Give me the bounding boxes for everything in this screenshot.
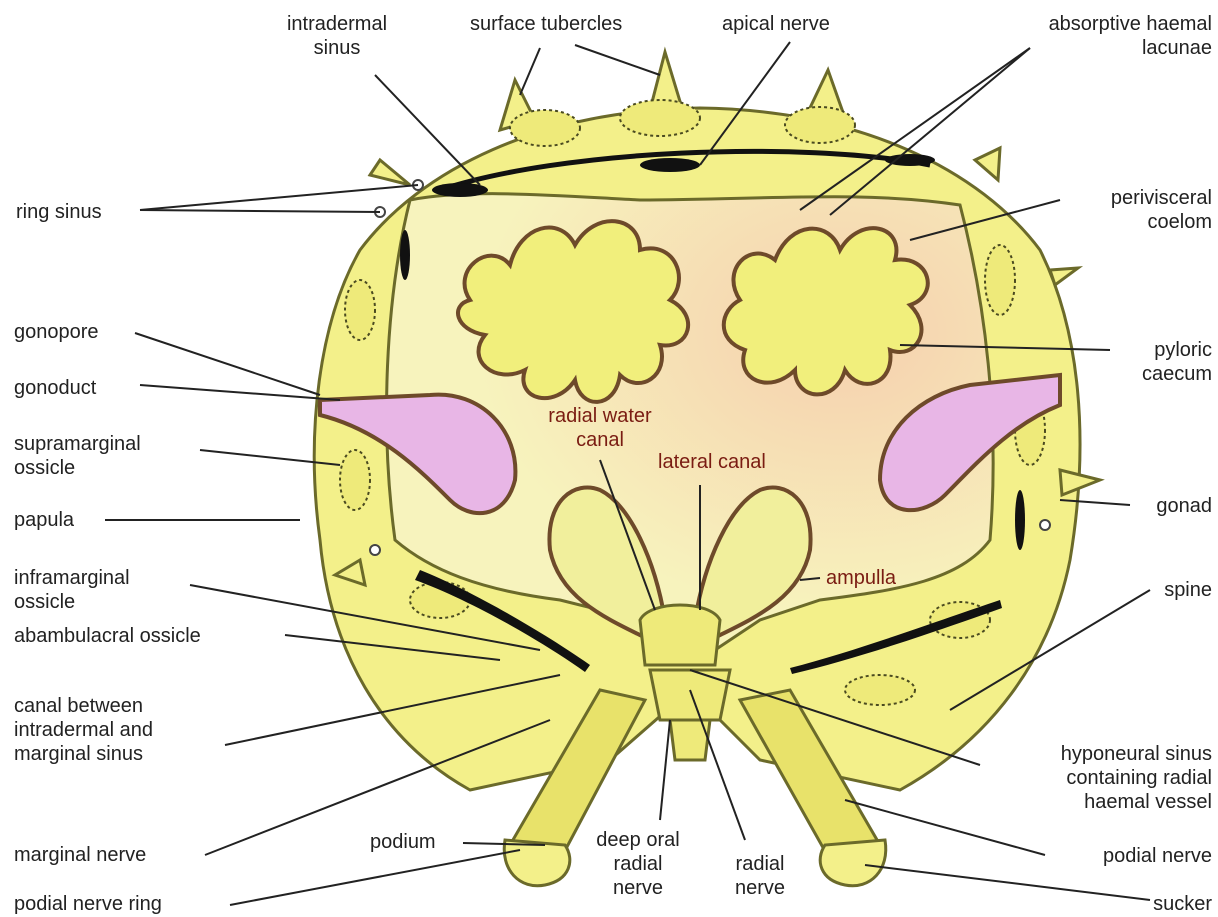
label-papula: papula <box>14 508 74 532</box>
suckers <box>504 840 886 886</box>
label-inframarginal-ossicle: inframarginal ossicle <box>14 566 130 614</box>
radial-nerve-region <box>650 670 730 760</box>
label-ampulla: ampulla <box>826 566 896 590</box>
label-gonopore: gonopore <box>14 320 99 344</box>
label-podial-nerve: podial nerve <box>1103 844 1212 868</box>
label-podium: podium <box>370 830 436 854</box>
label-gonad: gonad <box>1156 494 1212 518</box>
radial-water-canal <box>640 605 720 665</box>
label-hyponeural-sinus: hyponeural sinus containing radial haema… <box>1061 742 1212 814</box>
label-intradermal-sinus: intradermal sinus <box>262 12 412 60</box>
label-supramarginal-ossicle: supramarginal ossicle <box>14 432 141 480</box>
label-ring-sinus: ring sinus <box>16 200 102 224</box>
label-abambulacral-ossicle: abambulacral ossicle <box>14 624 201 648</box>
label-perivisceral-coelom: perivisceral coelom <box>1111 186 1212 234</box>
label-pyloric-caecum: pyloric caecum <box>1142 338 1212 386</box>
label-surface-tubercles: surface tubercles <box>470 12 622 36</box>
label-sucker: sucker <box>1153 892 1212 916</box>
label-spine: spine <box>1164 578 1212 602</box>
label-podial-nerve-ring: podial nerve ring <box>14 892 162 916</box>
label-deep-oral-radial-nerve: deep oral radial nerve <box>588 828 688 900</box>
label-gonoduct: gonoduct <box>14 376 96 400</box>
label-lateral-canal: lateral canal <box>658 450 766 474</box>
sucker-right <box>820 840 886 886</box>
label-radial-nerve: radial nerve <box>720 852 800 900</box>
label-radial-water-canal: radial water canal <box>520 404 680 452</box>
label-canal-between: canal between intradermal and marginal s… <box>14 694 153 766</box>
label-absorptive-haemal-lacunae: absorptive haemal lacunae <box>1049 12 1212 60</box>
label-marginal-nerve: marginal nerve <box>14 843 146 867</box>
sucker-left <box>504 840 570 886</box>
label-apical-nerve: apical nerve <box>722 12 830 36</box>
